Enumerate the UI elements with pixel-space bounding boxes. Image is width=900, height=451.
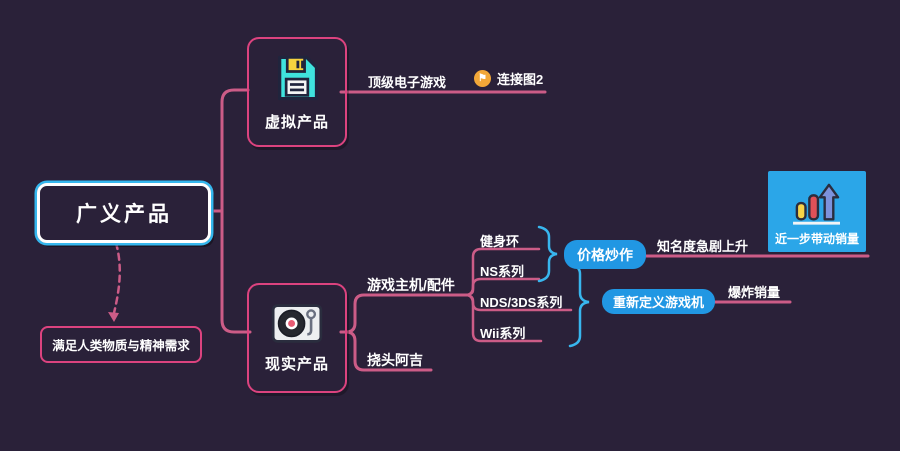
topic-item-ringfit[interactable]: 健身环 — [480, 234, 520, 249]
flag-link-icon: ⚑ — [474, 70, 491, 87]
item-line-2 — [465, 277, 541, 297]
link-label: 连接图2 — [497, 72, 544, 87]
real-other-line — [339, 330, 433, 372]
summary-brace-bottom — [568, 262, 590, 348]
topic-virtual-product[interactable]: 虚拟产品 — [247, 37, 347, 147]
summary-topic-redefine[interactable]: 重新定义游戏机 — [602, 289, 716, 314]
floppy-disk-icon — [278, 55, 319, 101]
item-line-4 — [465, 293, 543, 343]
topic-item-wii[interactable]: Wii系列 — [480, 326, 526, 341]
root-trunk-line — [208, 88, 252, 334]
topic-virtual-label: 虚拟产品 — [264, 114, 329, 131]
vinyl-record-icon — [271, 304, 323, 343]
image-topic-sales-boost[interactable]: 近一步带动销量 — [768, 171, 866, 252]
note-topic[interactable]: 满足人类物质与精神需求 — [40, 326, 202, 363]
root-topic-label: 广义产品 — [76, 203, 172, 226]
topic-hardware[interactable]: 游戏主机/配件 — [367, 277, 455, 293]
topic-real-label: 现实产品 — [264, 356, 329, 373]
topic-real-product[interactable]: 现实产品 — [247, 283, 347, 393]
topic-item-ns[interactable]: NS系列 — [480, 264, 525, 279]
root-topic[interactable]: 广义产品 — [37, 183, 211, 243]
topic-fame-rise[interactable]: 知名度急剧上升 — [657, 239, 749, 254]
summary-redefine-label: 重新定义游戏机 — [613, 295, 705, 310]
topic-item-nds3ds[interactable]: NDS/3DS系列 — [480, 295, 563, 310]
link-chip[interactable]: ⚑ 连接图2 — [474, 69, 543, 88]
topic-explosive-sales[interactable]: 爆炸销量 — [728, 285, 781, 300]
bar-chart-growth-icon — [793, 183, 840, 225]
arrowhead-icon — [108, 312, 119, 322]
note-topic-label: 满足人类物质与精神需求 — [52, 339, 190, 353]
real-hardware-line — [339, 293, 469, 334]
summary-topic-price-hype[interactable]: 价格炒作 — [564, 240, 646, 269]
relationship-arrow-line — [112, 241, 121, 315]
summary-brace-top — [537, 225, 558, 283]
image-topic-label: 近一步带动销量 — [774, 232, 859, 246]
summary-hype-label: 价格炒作 — [577, 246, 633, 263]
topic-other[interactable]: 挠头阿吉 — [367, 352, 423, 368]
topic-top-game[interactable]: 顶级电子游戏 — [368, 75, 447, 90]
